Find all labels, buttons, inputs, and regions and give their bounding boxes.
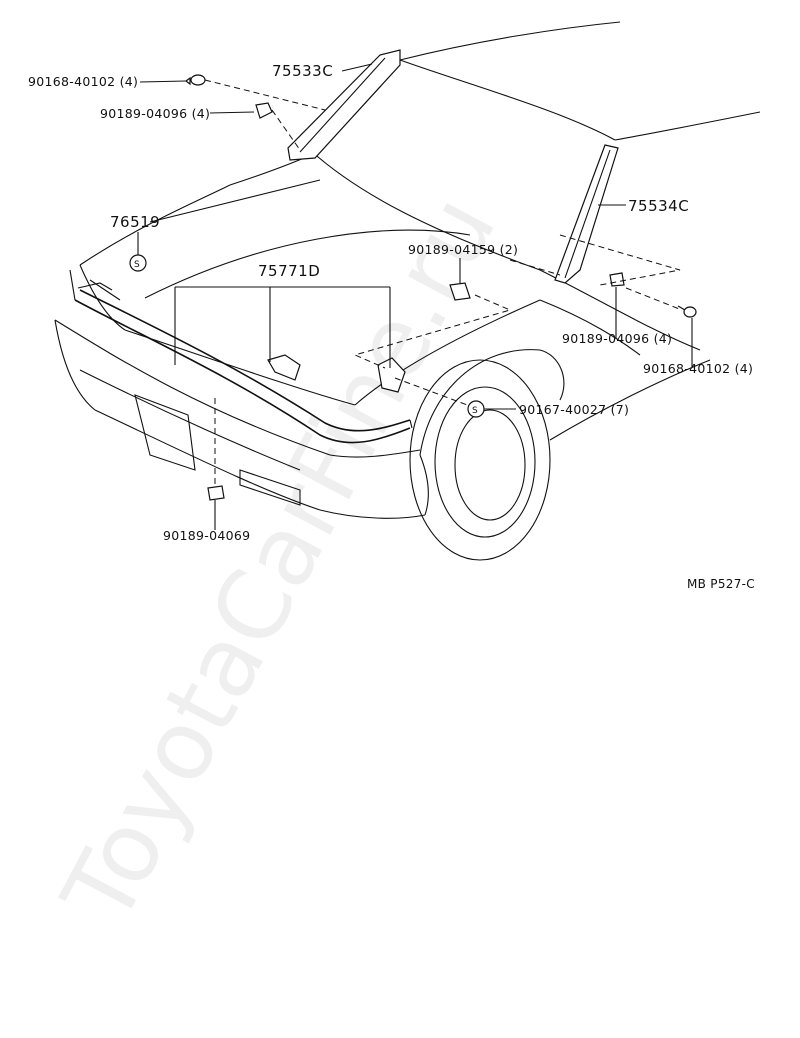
- leader-lines: [137, 63, 693, 530]
- assembly-dashed-lines: [204, 79, 683, 486]
- nut-right-shape: [609, 272, 625, 287]
- molding-75534c-shape: [554, 144, 619, 284]
- label-clip-76519: 76519: [110, 213, 160, 231]
- s-symbol: S: [134, 260, 140, 270]
- label-nut-right: 90189-04096 (4): [562, 331, 672, 346]
- s-symbol: S: [472, 406, 478, 416]
- bracket-left-shape: [267, 354, 301, 381]
- label-screw-s: 90167-40027 (7): [519, 402, 629, 417]
- molding-75533c-shape: [287, 49, 401, 161]
- label-bolt-top-left: 90168-40102 (4): [28, 74, 138, 89]
- clip-76519-shape: S: [129, 254, 147, 272]
- label-bolt-right: 90168-40102 (4): [643, 361, 753, 376]
- screw-s-shape: S: [467, 400, 485, 418]
- hood-molding-strip: [74, 282, 413, 444]
- diagram-reference: MB P527-C: [687, 577, 755, 591]
- nut-top-left: [255, 102, 273, 119]
- label-molding-75771d: 75771D: [258, 262, 320, 280]
- label-clip-90189-04159: 90189-04159 (2): [408, 242, 518, 257]
- watermark: ToyotaCarFine.ru: [41, 178, 518, 941]
- nut-bottom-shape: [207, 485, 225, 501]
- label-molding-75534c: 75534C: [628, 197, 689, 215]
- label-nut-top-left: 90189-04096 (4): [100, 106, 210, 121]
- label-molding-75533c: 75533C: [272, 62, 333, 80]
- bolt-top-left: [185, 74, 206, 86]
- bolt-right-shape: [677, 305, 697, 318]
- label-nut-bottom: 90189-04069: [163, 528, 250, 543]
